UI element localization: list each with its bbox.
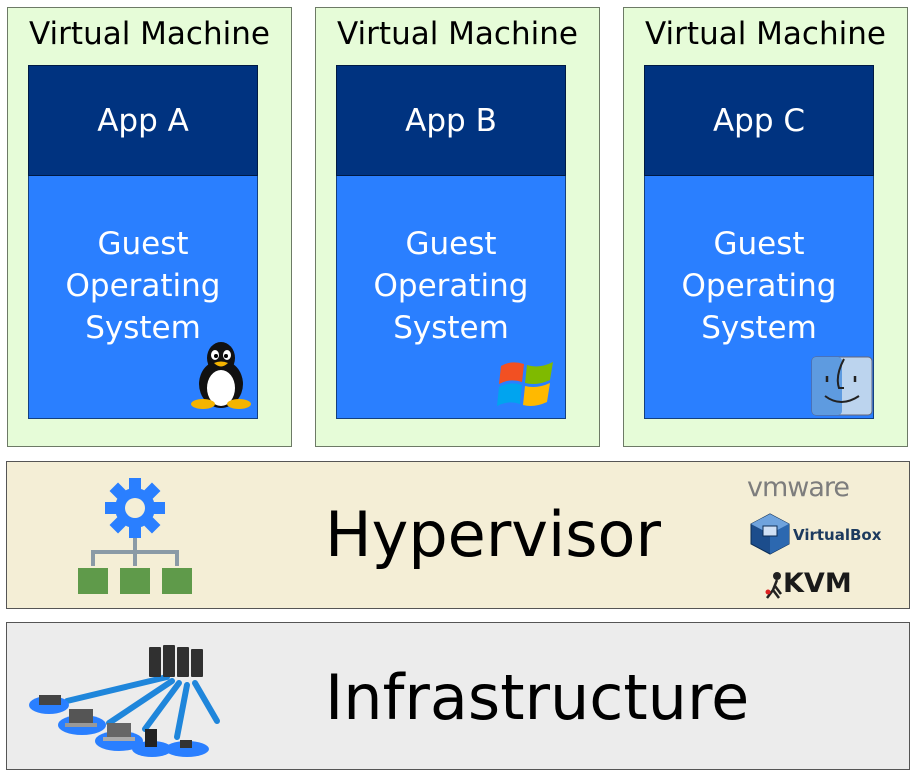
- hierarchy-gear-icon: [78, 478, 192, 594]
- infrastructure-title: Infrastructure: [325, 661, 750, 734]
- virtualbox-label: VirtualBox: [793, 526, 882, 544]
- infrastructure-layer: Infrastructure: [6, 622, 910, 770]
- mac-finder-icon: [811, 356, 873, 416]
- virtual-machine-c: Virtual Machine App C Guest Operating Sy…: [623, 7, 908, 447]
- vm-title: Virtual Machine: [29, 16, 270, 52]
- app-b-box: App B: [336, 65, 566, 176]
- guest-os-label: Guest Operating System: [373, 226, 529, 346]
- guest-os-box: Guest Operating System: [28, 176, 258, 419]
- vm-title: Virtual Machine: [337, 16, 578, 52]
- hypervisor-title: Hypervisor: [325, 498, 661, 571]
- app-a-box: App A: [28, 65, 258, 176]
- virtual-machine-a: Virtual Machine App A Guest Operating Sy…: [7, 7, 292, 447]
- windows-icon: [497, 362, 553, 406]
- kvm-penguin-icon: [765, 572, 782, 599]
- vmware-logo: vmware: [747, 472, 850, 503]
- hypervisor-layer: Hypervisor vmware VirtualBox KVM: [6, 461, 910, 609]
- vm-title: Virtual Machine: [645, 16, 886, 52]
- network-servers-icon: [29, 645, 220, 757]
- virtualbox-icon: [750, 513, 790, 555]
- virtual-machine-b: Virtual Machine App B Guest Operating Sy…: [315, 7, 600, 447]
- app-c-box: App C: [644, 65, 874, 176]
- linux-tux-icon: [191, 342, 251, 409]
- guest-os-label: Guest Operating System: [681, 226, 837, 346]
- kvm-label: KVM: [783, 568, 852, 599]
- guest-os-box: Guest Operating System: [336, 176, 566, 419]
- guest-os-label: Guest Operating System: [65, 226, 221, 346]
- guest-os-box: Guest Operating System: [644, 176, 874, 419]
